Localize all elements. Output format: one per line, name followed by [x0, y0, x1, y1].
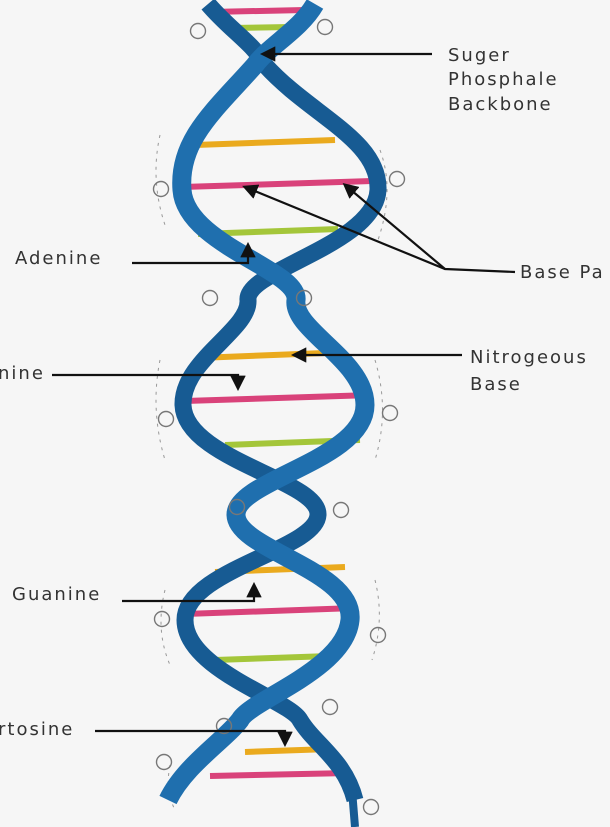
phosphate-circle: [362, 798, 380, 816]
phosphate-circle: [155, 753, 173, 771]
phosphate-circle: [321, 698, 339, 716]
phosphate-circle: [295, 289, 313, 307]
arrow-cytosine: [95, 729, 293, 748]
rung-pink: [184, 605, 356, 617]
phosphate-circles: [152, 18, 406, 816]
phosphate-circle: [153, 610, 171, 628]
phosphate-circle: [215, 717, 233, 735]
dna-strand-back: [174, 0, 387, 803]
arrow-base-pair-2: [342, 183, 446, 270]
phosphate-circle: [228, 498, 246, 516]
label-backbone-line-3: Backbone: [448, 94, 553, 115]
rung-orange: [194, 137, 336, 148]
phosphate-circle: [152, 180, 170, 198]
dna-strand-tail: [348, 789, 359, 827]
rung-pink: [184, 392, 373, 404]
dna-strand-front: [159, 0, 375, 805]
phosphate-circle: [189, 22, 207, 40]
rung-pink: [181, 178, 373, 190]
phosphate-circle: [369, 626, 387, 644]
rung-pink: [209, 770, 351, 779]
arrow-guanine: [122, 581, 262, 603]
phosphate-circle: [316, 18, 334, 36]
label-backbone-line-1: Suger: [448, 45, 511, 66]
arrow-thymine: [52, 373, 246, 392]
phosphate-circle: [381, 404, 399, 422]
label-nitrogenous-line-2: Base: [470, 374, 522, 395]
label-nitrogenous-line-1: Nitrogeous: [470, 347, 588, 368]
rung-green: [214, 653, 331, 663]
arrow-adenine: [132, 241, 256, 265]
dashed-guides: [155, 134, 388, 811]
label-cytosine: rtosine: [0, 719, 75, 740]
phosphate-circle: [388, 170, 406, 188]
annotation-arrows: [52, 46, 516, 748]
label-thymine: nine: [0, 363, 45, 384]
label-base-pair: Base Pa: [520, 262, 605, 283]
label-backbone-line-2: Phosphale: [448, 69, 559, 90]
phosphate-circle: [201, 289, 219, 307]
label-guanine: Guanine: [12, 584, 102, 605]
phosphate-circle: [332, 501, 350, 519]
phosphate-circle: [157, 410, 175, 428]
label-adenine: Adenine: [15, 248, 103, 269]
